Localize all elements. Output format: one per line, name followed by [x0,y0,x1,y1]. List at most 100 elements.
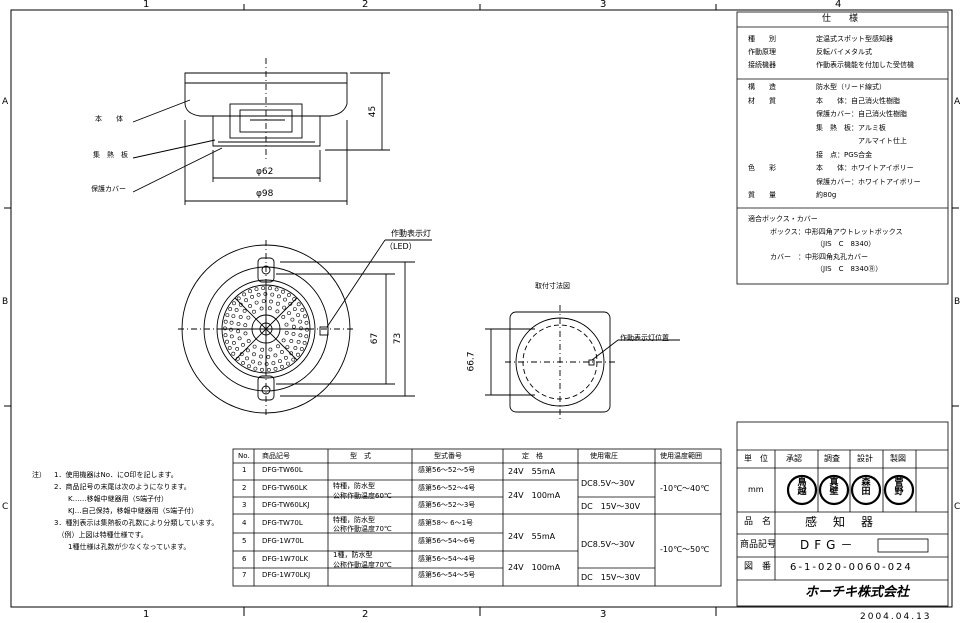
dim-98: φ98 [256,189,274,199]
heat-plate-hole [304,334,309,339]
heat-plate-hole [259,306,264,311]
dim-66-7: 66.7 [466,351,477,372]
heat-plate-hole [291,324,296,329]
heat-plate-hole [285,345,290,350]
type-tw60-1: 特種，防水型 [333,482,375,490]
table-cell-number: 感第56～52～5号 [418,466,476,474]
spec-value: 防水型（リード線式） [816,83,886,91]
heat-plate-hole [296,339,301,344]
heat-plate-hole [266,354,271,359]
heat-plate-hole [282,305,287,310]
label-indicator-lamp: 作動表示灯 [391,229,431,238]
heat-plate-hole [227,346,232,350]
rating-100-b: 24V 100mA [508,563,561,572]
notes-head: 注） [32,471,46,479]
label-heat-plate: 集 熱 板 [93,151,128,159]
spec-key: 接続機器 [748,61,776,69]
heat-plate-hole [250,294,255,299]
heat-plate-hole [296,352,300,357]
heat-plate-hole [236,296,241,301]
rating-100-a: 24V 100mA [508,491,561,500]
heat-plate-hole [245,348,250,353]
heat-plate-hole [252,344,257,349]
spec-value: 集 熱 板：アルミ板 [816,123,886,132]
heat-plate-hole [291,357,296,362]
heat-plate-hole [287,311,291,316]
drawing-number-label: 図 番 [744,562,772,572]
temp-range-1: -10℃～40℃ [660,484,710,493]
note-line: 3．種別表示は集熱板の孔数により分類しています。 [54,519,219,527]
dim-73: 73 [393,332,404,345]
heat-plate-hole [246,339,251,343]
table-header-cell: 商品記号 [262,452,290,460]
heat-plate-hole [273,366,278,371]
heat-plate-hole [281,289,285,294]
spec-fit-line: 適合ボックス・カバー [748,215,818,223]
note-line: KJ…自己保持，移報中継器用（S端子付） [54,507,199,515]
heat-plate-hole [238,315,243,319]
label-protective-cover: 保護カバー [91,185,126,193]
table-cell-code: DFG-1W70L [262,537,304,545]
table-cell-code: DFG-1W70LKJ [262,571,311,579]
heat-plate-hole [237,336,242,341]
heat-plate-hole [241,361,246,365]
heat-plate-hole [252,352,256,357]
note-line: 1種仕様は孔数が少なくなっています。 [54,543,191,551]
heat-plate-hole [300,308,305,312]
heat-plate-hole [245,356,249,361]
drawing-frame [4,4,959,616]
label-led: （LED） [385,242,417,251]
heat-plate-hole [281,315,286,319]
spec-value: 反転バイメタル式 [816,48,872,56]
heat-plate-hole [256,292,261,297]
row-label-right-b: B [954,297,961,307]
table-cell-code: DFG-TW60LKJ [262,501,310,509]
heat-plate-hole [242,292,247,297]
heat-plate-hole [283,297,287,302]
table-cell-code: DFG-TW60LK [262,484,308,492]
heat-plate-hole [281,338,286,343]
heat-plate-hole [279,350,284,354]
heat-plate-hole [252,309,256,314]
heat-plate-hole [286,293,291,297]
dim-67: 67 [370,332,381,345]
table-cell-code: DFG-1W70LK [262,555,309,563]
rating-55-b: 24V 55mA [508,532,556,541]
spec-key: 種 別 [748,35,776,43]
heat-plate-hole [261,299,266,304]
product-code-label: 商品記号 [740,540,777,550]
voltage-1: DC8.5V～30V [581,479,635,488]
heat-plate-hole [277,359,282,364]
stamp-3: 森田 [861,478,871,497]
heat-plate-hole [228,307,233,311]
table-cell-number: 感第56～54～4号 [418,555,476,563]
heat-plate-hole [257,361,262,366]
table-cell-no: 7 [242,571,247,579]
spec-key: 質 量 [748,191,776,199]
heat-plate-hole [254,287,259,292]
drawing-number-value: 6-1-020-0060-024 [790,562,913,573]
table-cell-number: 感第56～52～4号 [418,484,476,492]
unit-mm: mm [748,485,764,494]
heat-plate-hole [242,308,247,313]
heat-plate-holes [223,286,309,372]
spec-value: 接 点：PGS合金 [816,150,873,159]
note-line: 2．商品記号の末尾は次のようになります。 [54,483,191,491]
heat-plate-hole [223,326,227,331]
heat-plate-hole [296,313,301,318]
spec-fit-line: カバー ：中形四角丸孔カバー [770,252,868,261]
heat-plate-hole [244,298,249,303]
heat-plate-hole [229,334,234,339]
unit-label: 単 位 [744,454,768,463]
heat-plate-hole [299,326,303,331]
heat-plate-hole [289,339,294,343]
heat-plate-hole [261,286,266,291]
col-label-top-4: 4 [835,0,842,10]
heat-plate-hole [293,346,298,350]
spec-value: 本 体：ホワイトアイボリー [816,164,914,172]
type-tw70-2: 公称作動温度70℃ [333,525,392,533]
heat-plate-hole [285,361,290,366]
heat-plate-hole [229,320,234,325]
table-cell-no: 1 [242,466,247,474]
dim-45: 45 [368,105,379,118]
